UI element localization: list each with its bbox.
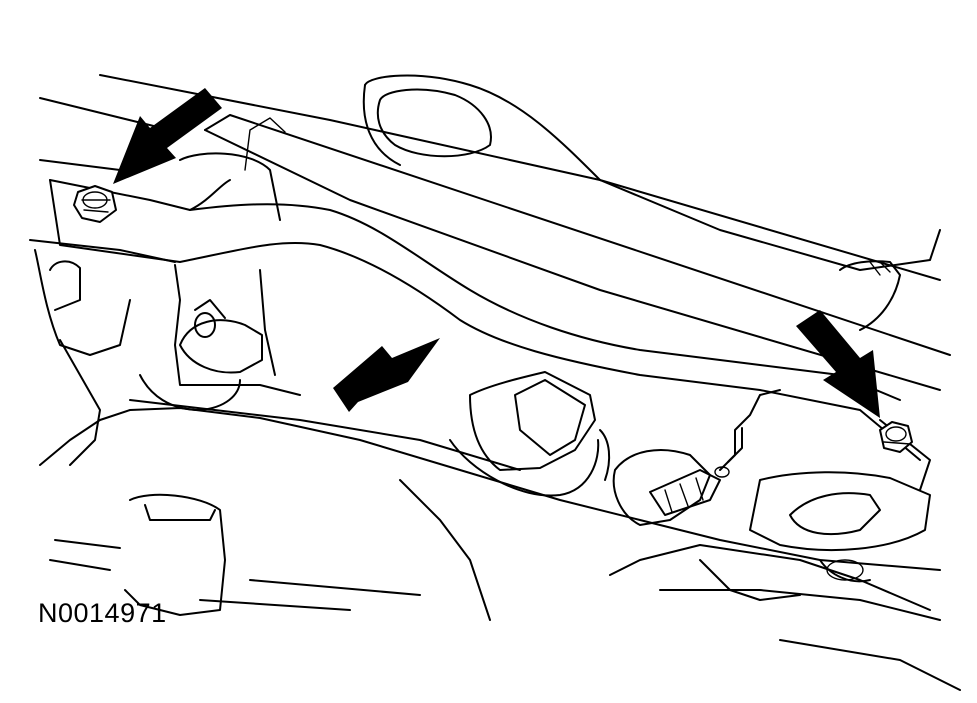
right-bolt xyxy=(879,421,913,453)
figure-id-label: N0014971 xyxy=(38,598,167,628)
left-mount xyxy=(34,117,301,466)
oxygen-sensor xyxy=(612,389,781,526)
frame-rails xyxy=(29,74,961,691)
arrow-pointer-icon xyxy=(333,338,440,412)
crossmember xyxy=(49,114,951,491)
upper-tube xyxy=(362,74,941,331)
arrow-pointer-icon xyxy=(113,88,222,184)
arrow-pointer-icon xyxy=(796,310,880,418)
left-bolt xyxy=(73,185,117,223)
callout-arrows xyxy=(113,88,880,418)
lower-shield xyxy=(124,479,491,621)
center-pipe xyxy=(449,371,611,497)
right-bracket xyxy=(699,471,931,601)
